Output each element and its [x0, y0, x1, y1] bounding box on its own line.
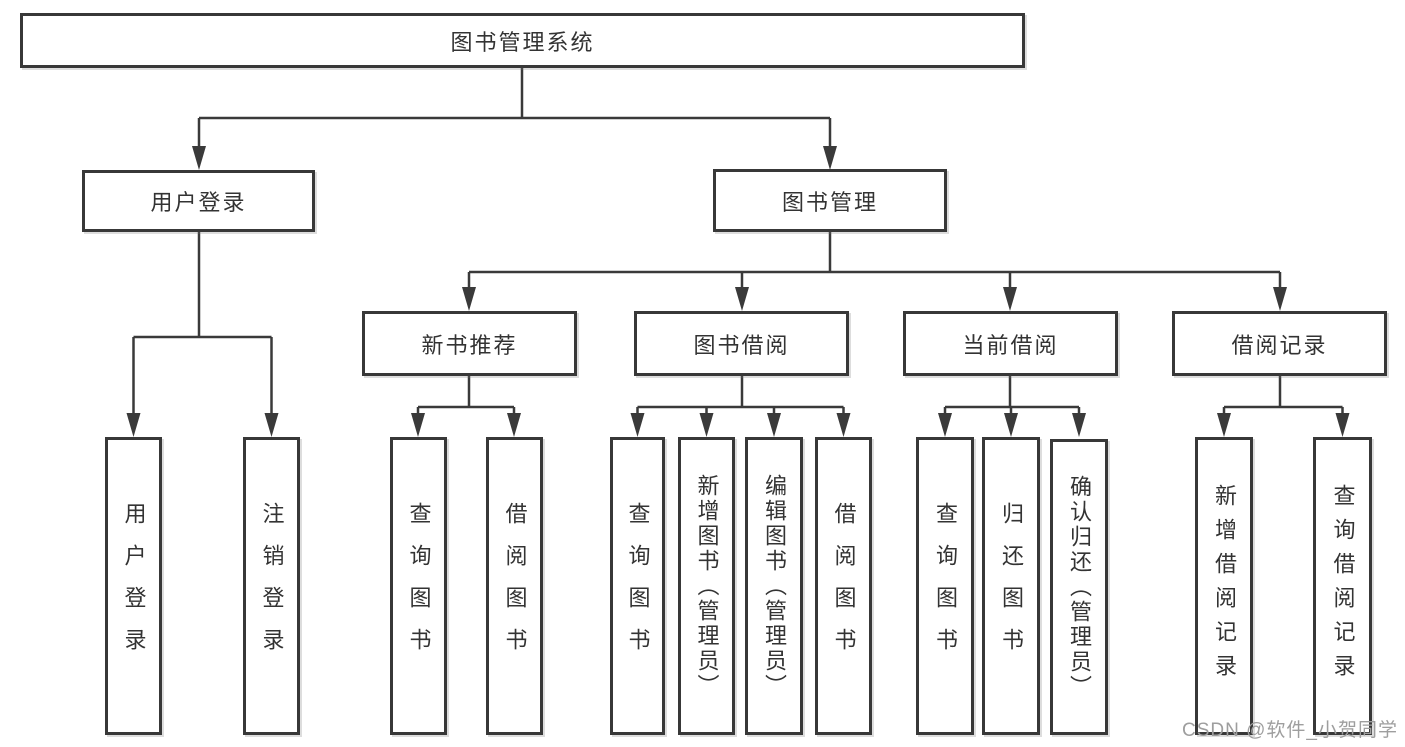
node-add-borrow-record: 新增借阅记录: [1195, 437, 1253, 735]
node-recommend-query-books: 查询图书: [390, 437, 447, 735]
node-confirm-return-admin: 确认归还（管理员）: [1050, 439, 1108, 735]
node-borrowing-records: 借阅记录: [1172, 311, 1387, 376]
node-query-borrow-record: 查询借阅记录: [1313, 437, 1372, 735]
node-return-books: 归还图书: [982, 437, 1040, 735]
node-add-book-admin: 新增图书（管理员）: [678, 437, 735, 735]
csdn-watermark: CSDN @软件_小贺同学: [1182, 720, 1398, 741]
node-book-management: 图书管理: [713, 169, 947, 232]
node-recommend-borrow-books: 借阅图书: [486, 437, 543, 735]
node-current-query-books: 查询图书: [916, 437, 974, 735]
node-leaf-user-login: 用户登录: [105, 437, 162, 735]
node-leaf-logout: 注销登录: [243, 437, 300, 735]
node-new-book-recommend: 新书推荐: [362, 311, 577, 376]
node-book-borrowing: 图书借阅: [634, 311, 849, 376]
node-borrowing-query-books: 查询图书: [610, 437, 665, 735]
node-user-login: 用户登录: [82, 170, 315, 232]
node-current-borrowing: 当前借阅: [903, 311, 1118, 376]
node-edit-book-admin: 编辑图书（管理员）: [745, 437, 803, 735]
node-borrowing-borrow-books: 借阅图书: [815, 437, 872, 735]
node-library-management-system: 图书管理系统: [20, 13, 1025, 68]
